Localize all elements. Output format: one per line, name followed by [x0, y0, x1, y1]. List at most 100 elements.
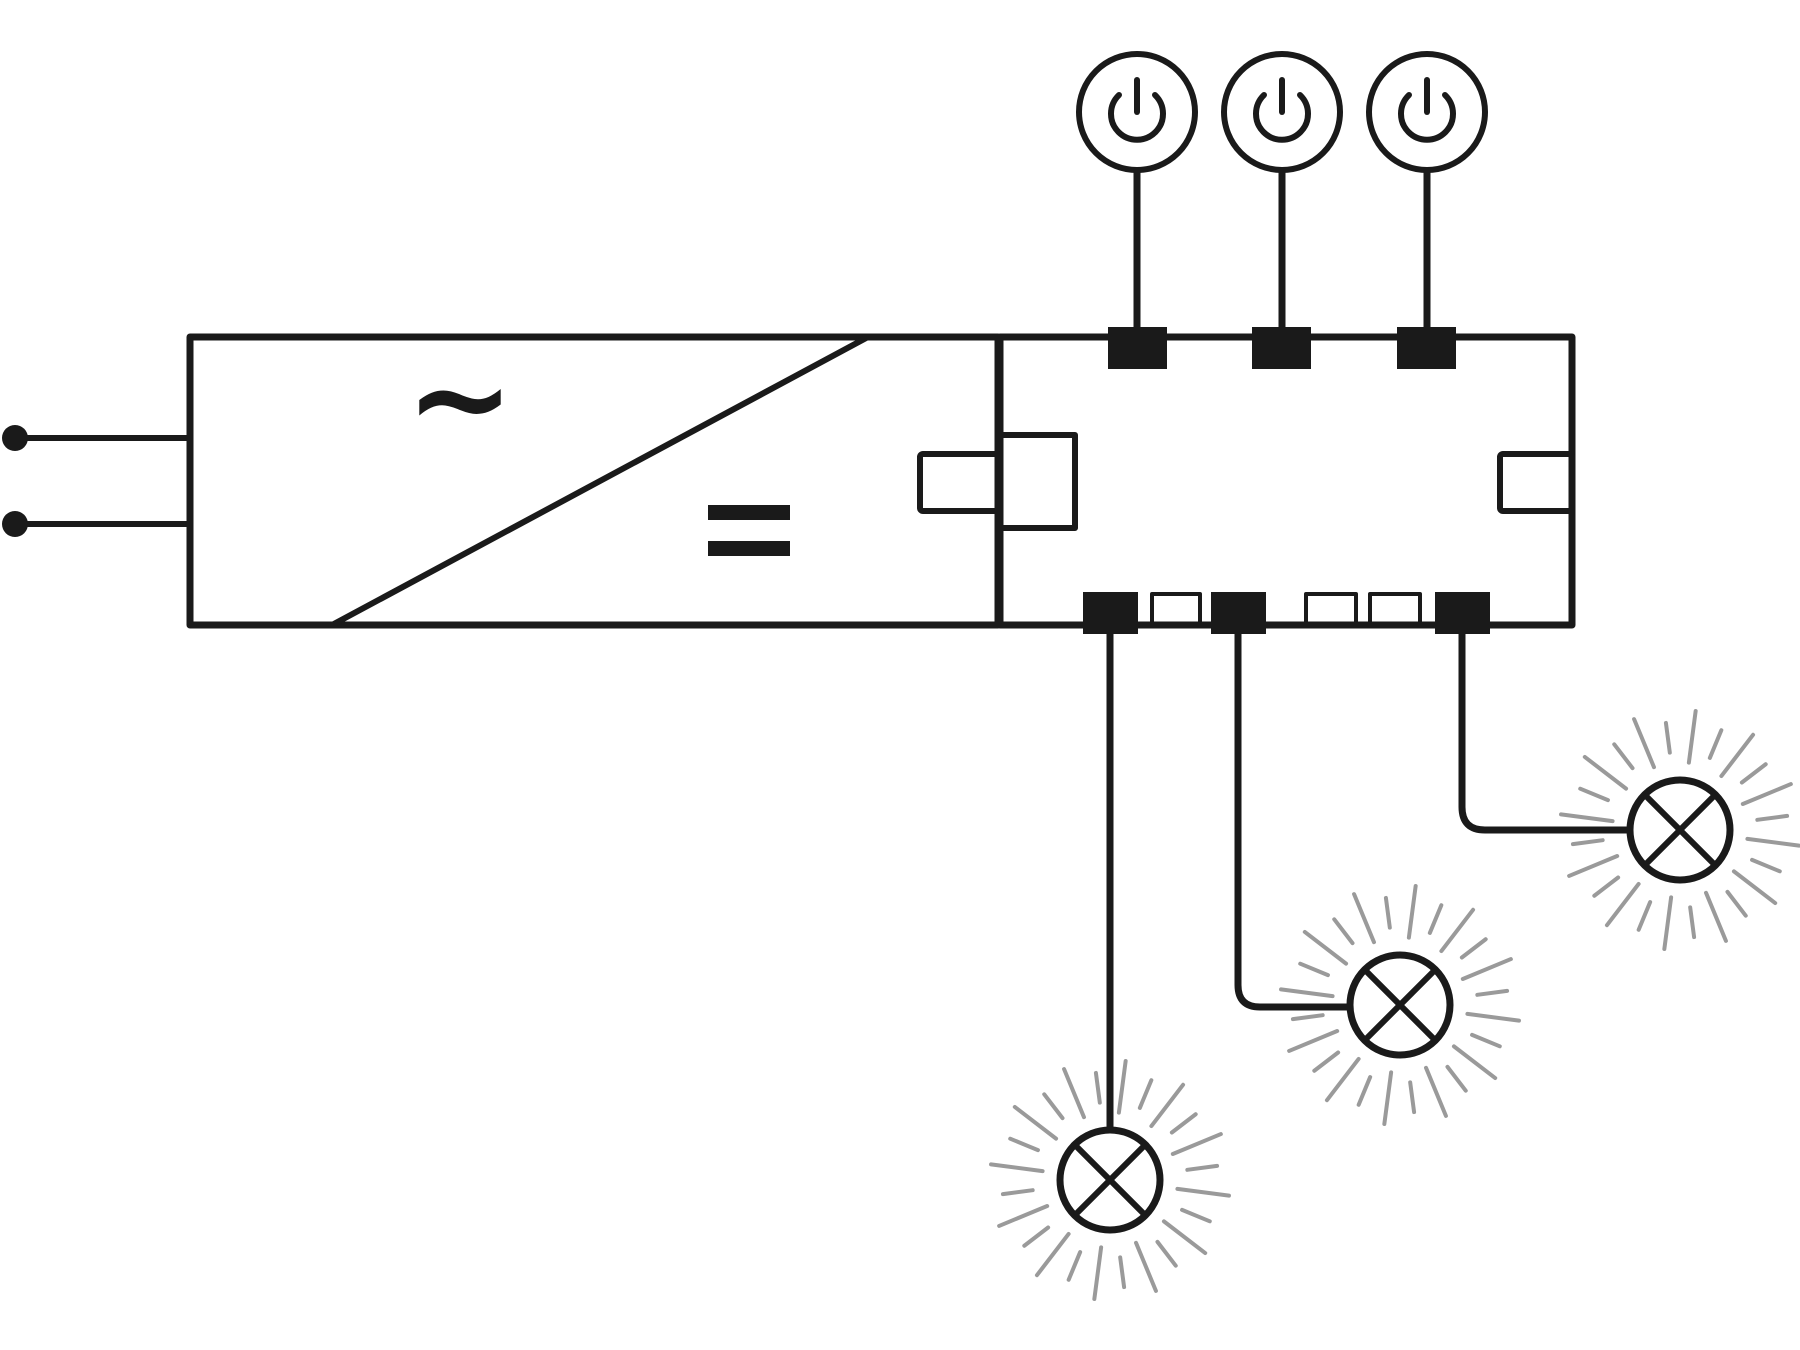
distributor	[917, 327, 1576, 634]
ac-symbol: ~	[406, 322, 515, 474]
light-ray	[989, 1162, 1045, 1174]
light-ray	[1570, 838, 1605, 847]
lamp-2	[1279, 884, 1521, 1126]
light-ray	[1383, 895, 1392, 930]
power-icon	[1398, 77, 1456, 143]
light-ray	[1704, 890, 1728, 943]
light-ray	[1137, 1078, 1154, 1110]
lamp-cables	[1106, 630, 1634, 1134]
light-ray	[1066, 1250, 1083, 1282]
connector-plug	[917, 451, 1003, 514]
light-ray	[1686, 709, 1698, 765]
power-icon	[1108, 77, 1166, 143]
lamp-cross	[1362, 967, 1438, 1043]
light-ray	[1012, 1104, 1059, 1141]
switch-2	[1221, 51, 1343, 173]
distributor-box	[996, 333, 1576, 629]
light-ray	[1180, 1207, 1212, 1224]
mains-terminal-1	[2, 425, 28, 451]
light-ray	[997, 1204, 1050, 1228]
light-ray	[1445, 1064, 1468, 1093]
distributor-extension-socket	[1497, 451, 1575, 514]
light-ray	[1169, 1112, 1198, 1135]
light-ray	[1287, 1029, 1340, 1053]
light-ray	[1356, 1075, 1373, 1107]
light-ray	[1034, 1231, 1071, 1278]
light-ray	[1439, 907, 1476, 954]
light-ray	[1118, 1255, 1127, 1290]
lamp-port-empty-1	[1150, 592, 1202, 626]
light-ray	[1755, 813, 1790, 822]
light-ray	[1408, 1080, 1417, 1115]
lamp-port-empty-3	[1368, 592, 1422, 626]
light-ray	[1427, 903, 1444, 935]
light-ray	[1663, 720, 1672, 755]
switch-port-3	[1397, 327, 1456, 369]
power-supply: ~	[186, 322, 1002, 629]
light-ray	[1424, 1065, 1448, 1118]
light-ray	[1279, 987, 1335, 999]
light-ray	[1134, 1240, 1158, 1293]
light-ray	[1290, 1013, 1325, 1022]
light-ray	[1578, 786, 1610, 803]
light-ray	[1632, 717, 1656, 770]
power-icon	[1253, 77, 1311, 143]
light-ray	[1459, 937, 1488, 960]
light-ray	[1612, 742, 1635, 771]
switch-port-2	[1252, 327, 1311, 369]
light-ray	[1465, 1011, 1521, 1023]
switch-2-housing	[1221, 51, 1343, 173]
light-ray	[1745, 836, 1800, 848]
light-ray	[1688, 905, 1697, 940]
light-ray	[1725, 889, 1748, 918]
light-ray	[1062, 1067, 1086, 1120]
light-ray	[1093, 1070, 1102, 1105]
light-ray	[1149, 1082, 1186, 1129]
light-ray	[1185, 1163, 1220, 1172]
light-ray	[1719, 732, 1756, 779]
light-ray	[1470, 1032, 1502, 1049]
light-ray	[1116, 1059, 1128, 1115]
lamp-port-2	[1211, 592, 1266, 634]
distributor-input-socket	[997, 432, 1078, 531]
light-ray	[1739, 762, 1768, 785]
light-ray	[1352, 892, 1376, 945]
switches	[1076, 51, 1488, 331]
lamp-port-empty-2	[1304, 592, 1358, 626]
light-ray	[1451, 1044, 1498, 1081]
light-ray	[1707, 728, 1724, 760]
light-ray	[1022, 1225, 1051, 1248]
light-ray	[1000, 1188, 1035, 1197]
light-ray	[1604, 881, 1641, 928]
dc-symbol-bar-bottom	[708, 541, 790, 556]
light-ray	[1662, 895, 1674, 951]
light-ray	[1298, 961, 1330, 978]
light-ray	[1731, 869, 1778, 906]
mains-terminal-2	[2, 511, 28, 537]
lamp-port-3	[1435, 592, 1490, 634]
light-ray	[1092, 1245, 1104, 1301]
lamp-port-1	[1083, 592, 1138, 634]
light-ray	[1332, 917, 1355, 946]
light-ray	[1042, 1092, 1065, 1121]
light-ray	[1161, 1219, 1208, 1256]
lamp-cross	[1642, 792, 1718, 868]
lamp-cable-3	[1458, 630, 1634, 834]
light-ray	[1008, 1136, 1040, 1153]
switch-1-housing	[1076, 51, 1198, 173]
dc-symbol-bar-top	[708, 505, 790, 520]
light-ray	[1460, 957, 1513, 981]
light-ray	[1155, 1239, 1178, 1268]
light-ray	[1750, 857, 1782, 874]
light-ray	[1302, 929, 1349, 966]
light-ray	[1582, 754, 1629, 791]
lamp-cable-2	[1234, 630, 1352, 1011]
switch-1	[1076, 51, 1198, 173]
lamp-cross	[1072, 1142, 1148, 1218]
light-ray	[1324, 1056, 1361, 1103]
lamp-3	[1559, 709, 1800, 951]
light-ray	[1592, 875, 1621, 898]
light-ray	[1170, 1132, 1223, 1156]
switch-3	[1366, 51, 1488, 173]
